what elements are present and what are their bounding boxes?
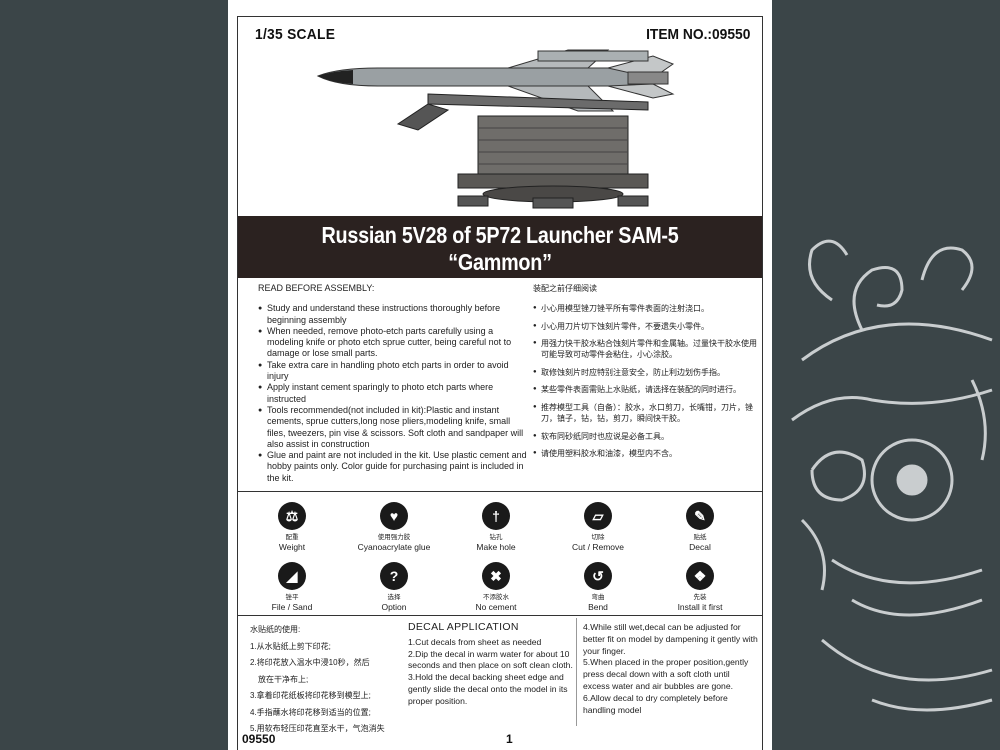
list-item: Take extra care in handling photo etch p…	[258, 360, 530, 383]
page-number: 1	[506, 732, 513, 746]
title-english: Russian 5V28 of 5P72 Launcher SAM-5 “Gam…	[321, 222, 679, 275]
decal-english-right: 4.While still wet,decal can be adjusted …	[583, 622, 758, 716]
list-item: 4.手指蘸水将印花移到适当的位置;	[250, 707, 371, 717]
decal-cn-heading: 水贴纸的使用:	[250, 625, 301, 634]
legend-install-first: ❖ 先装 Install it first	[650, 562, 750, 612]
list-item: 用强力快干胶水粘合蚀刻片零件和金属轴。过量快干胶水使用可能导致可动零件会粘住，小…	[533, 338, 758, 360]
mascot-illustration	[791, 239, 993, 712]
legend-en-label: Bend	[588, 602, 608, 612]
legend-glue: ♥ 使用强力胶 Cyanoacrylate glue	[344, 502, 444, 552]
decal-chinese: 水贴纸的使用: 1.从水贴纸上剪下印花; 2.将印花放入温水中浸10秒，然后 放…	[250, 622, 410, 738]
legend-en-label: Cyanoacrylate glue	[357, 542, 431, 552]
legend-cn-label: 选择	[387, 594, 401, 601]
list-item: 5.用软布轻压印花直至水干，气泡消失	[250, 724, 385, 733]
legend-cn-label: 贴纸	[693, 534, 707, 541]
legend-en-label: Decal	[689, 542, 711, 552]
missile-launcher-illustration	[316, 49, 675, 209]
legend-weight: ⚖ 配重 Weight	[242, 502, 342, 552]
legend-make-hole: † 钻孔 Make hole	[446, 502, 546, 552]
left-background	[0, 0, 228, 750]
glue-drop-icon: ♥	[380, 502, 408, 530]
list-item: 某些零件表面需贴上水贴纸，请选择在装配的同时进行。	[533, 384, 758, 395]
question-icon: ?	[380, 562, 408, 590]
legend-no-cement: ✖ 不添胶水 No cement	[446, 562, 546, 612]
list-item: 软布同砂纸同时也应说是必备工具。	[533, 431, 758, 442]
decal-section: 水贴纸的使用: 1.从水贴纸上剪下印花; 2.将印花放入温水中浸10秒，然后 放…	[238, 616, 762, 733]
list-item: 4.While still wet,decal can be adjusted …	[583, 622, 758, 656]
instructions-cn-list: 小心用模型锉刀锉平所有零件表面的注射浇口。 小心用刀片切下蚀刻片零件，不要遗失小…	[533, 303, 758, 459]
instruction-page: 1/35 SCALE ITEM NO.:09550 Russian 5V28 o…	[228, 0, 772, 750]
legend-decal: ✎ 贴纸 Decal	[650, 502, 750, 552]
footer-item-number: 09550	[242, 732, 276, 746]
legend-cn-label: 不添胶水	[483, 594, 509, 601]
list-item: 小心用模型锉刀锉平所有零件表面的注射浇口。	[533, 303, 758, 314]
install-first-icon: ❖	[686, 562, 714, 590]
list-item: When needed, remove photo-etch parts car…	[258, 326, 530, 360]
page-frame	[237, 16, 763, 750]
list-item: 3.Hold the decal backing sheet edge and …	[408, 672, 568, 706]
list-item: 6.Allow decal to dry completely before h…	[583, 692, 728, 715]
legend-cut: ▱ 切除 Cut / Remove	[548, 502, 648, 552]
title-bar: Russian 5V28 of 5P72 Launcher SAM-5 “Gam…	[238, 216, 762, 302]
instructions-chinese: 装配之前仔细阅读 小心用模型锉刀锉平所有零件表面的注射浇口。 小心用刀片切下蚀刻…	[533, 283, 758, 466]
legend-en-label: Option	[381, 602, 407, 612]
legend-cn-label: 锉平	[285, 594, 299, 601]
title-chinese: 俄罗斯萨姆-5“甘蒙”地对空导弹	[376, 283, 624, 302]
list-item: 放在干净布上;	[258, 674, 309, 684]
list-item: Glue and paint are not included in the k…	[258, 450, 530, 484]
item-number: ITEM NO.:09550	[645, 26, 750, 43]
legend-en-label: No cement	[475, 602, 517, 612]
no-cement-icon: ✖	[482, 562, 510, 590]
legend-en-label: Install it first	[677, 602, 723, 612]
legend-en-label: Cut / Remove	[572, 542, 624, 552]
legend-en-label: Weight	[278, 542, 306, 552]
legend-cn-label: 配重	[285, 534, 299, 541]
list-item: Apply instant cement sparingly to photo …	[258, 382, 530, 405]
drill-icon: †	[482, 502, 510, 530]
list-item: 推荐模型工具（自备）：胶水，水口剪刀，长嘴钳，刀片，锉刀，镇子，钻，钻，剪刀，瞬…	[533, 402, 758, 424]
legend-file-sand: ◢ 锉平 File / Sand	[242, 562, 342, 612]
legend-en-label: File / Sand	[271, 602, 313, 612]
legend-cn-label: 钻孔	[489, 534, 503, 541]
instructions-english: READ BEFORE ASSEMBLY: Study and understa…	[258, 283, 530, 484]
legend-cn-label: 先装	[693, 594, 707, 601]
list-item: 1.从水贴纸上剪下印花;	[250, 641, 331, 651]
legend-cn-label: 弯曲	[591, 594, 605, 601]
weight-icon: ⚖	[278, 502, 306, 530]
scale-label: 1/35 SCALE	[255, 26, 336, 43]
list-item: 5.When placed in the proper position,gen…	[583, 657, 749, 691]
bend-icon: ↺	[584, 562, 612, 590]
instructions-section: READ BEFORE ASSEMBLY: Study and understa…	[238, 278, 762, 492]
legend-cn-label: 切除	[591, 534, 605, 541]
list-item: 2.将印花放入温水中浸10秒，然后	[250, 658, 370, 667]
cut-icon: ▱	[584, 502, 612, 530]
decal-en-heading: DECAL APPLICATION	[408, 621, 519, 633]
file-icon: ◢	[278, 562, 306, 590]
legend-bend: ↺ 弯曲 Bend	[548, 562, 648, 612]
list-item: 3.拿着印花纸板将印花移到模型上;	[250, 691, 371, 700]
instructions-cn-heading: 装配之前仔细阅读	[533, 284, 597, 293]
list-item: 1.Cut decals from sheet as needed	[408, 636, 542, 647]
decal-icon: ✎	[686, 502, 714, 530]
column-divider	[576, 618, 577, 726]
list-item: Tools recommended(not included in kit):P…	[258, 405, 530, 450]
right-background	[772, 0, 1000, 750]
legend-en-label: Make hole	[476, 542, 516, 552]
instructions-en-heading: READ BEFORE ASSEMBLY:	[258, 283, 375, 293]
symbol-legend: ⚖ 配重 Weight ♥ 使用强力胶 Cyanoacrylate glue †…	[238, 492, 762, 616]
legend-option: ? 选择 Option	[344, 562, 444, 612]
instructions-en-list: Study and understand these instructions …	[258, 303, 530, 484]
legend-cn-label: 使用强力胶	[377, 534, 411, 541]
list-item: 2.Dip the decal in warm water for about …	[408, 648, 573, 671]
list-item: 小心用刀片切下蚀刻片零件，不要遗失小零件。	[533, 321, 758, 332]
list-item: 请使用塑料胶水和油漆，模型内不含。	[533, 448, 758, 459]
list-item: Study and understand these instructions …	[258, 303, 530, 326]
list-item: 取修蚀刻片时应特别注意安全，防止利边划伤手指。	[533, 367, 758, 378]
decal-english-left: DECAL APPLICATION 1.Cut decals from shee…	[408, 621, 583, 708]
